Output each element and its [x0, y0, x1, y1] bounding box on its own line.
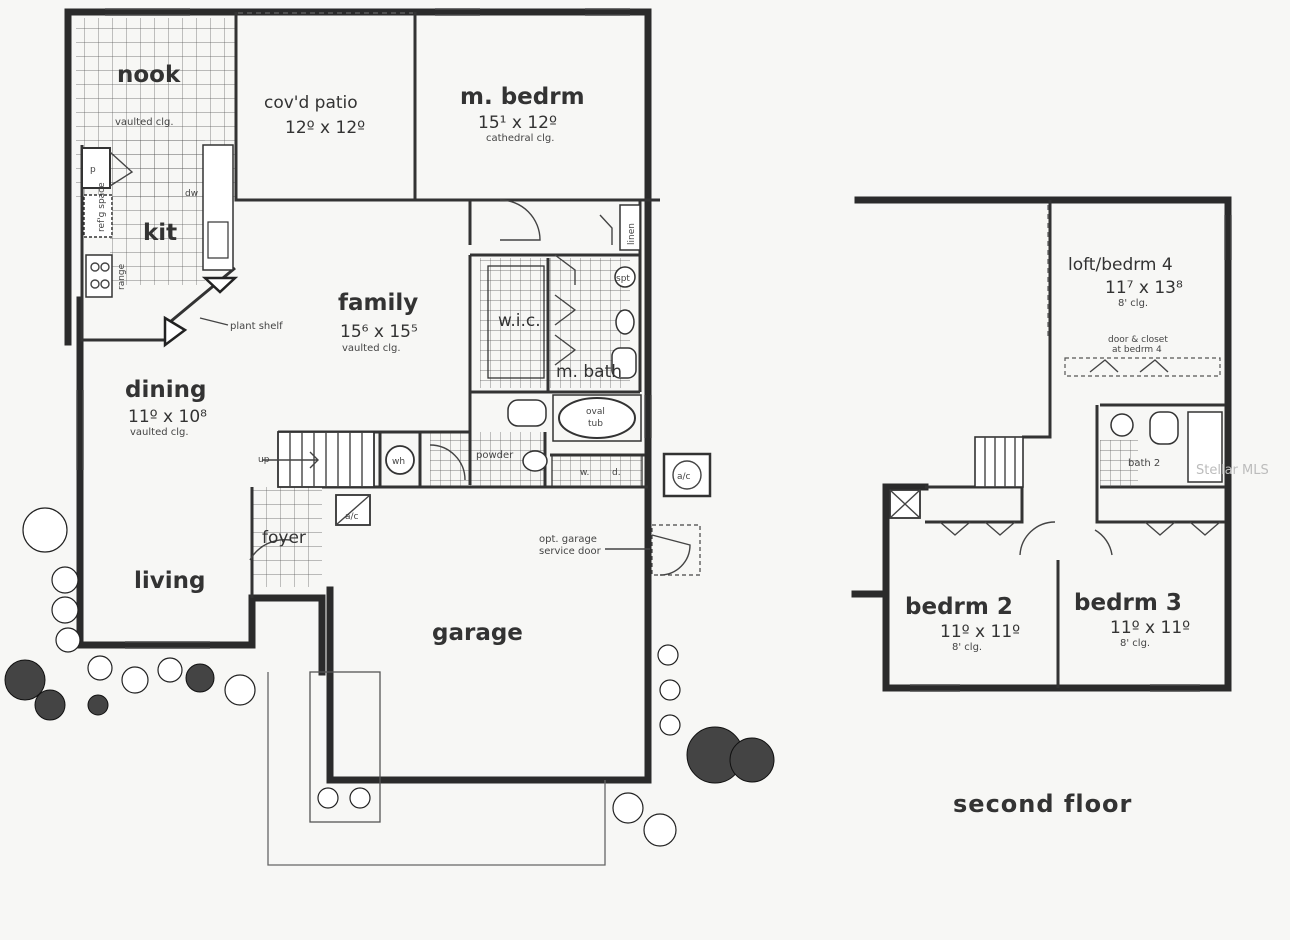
range	[85, 254, 113, 298]
family-dims: 15⁶ x 15⁵	[340, 322, 418, 342]
bath2-toilet	[1149, 411, 1179, 445]
bedrm3-note: 8' clg.	[1120, 638, 1150, 649]
second-floor-interior-walls	[925, 200, 1225, 688]
first-floor: p ref'g space range dw plant shelf linen…	[64, 8, 712, 866]
powder-toilet	[507, 399, 547, 427]
wic-shelving	[487, 265, 545, 379]
bedroom-doors	[1019, 521, 1113, 556]
master-dims: 15¹ x 12º	[478, 113, 557, 133]
front-walkway	[309, 671, 381, 823]
driveway	[267, 672, 606, 866]
water-heater-label: wh	[392, 457, 405, 467]
dishwasher-label: dw	[185, 189, 198, 199]
first-floor-stairs	[262, 431, 375, 488]
ac-condenser-label: a/c	[677, 472, 691, 482]
stairs-up-label: up	[258, 455, 270, 465]
nook-label: nook	[117, 62, 181, 88]
laundry-area	[551, 454, 643, 488]
bath2-tile-floor	[1100, 440, 1138, 487]
watermark: Stellar MLS	[1196, 463, 1269, 478]
landscaping	[4, 507, 775, 847]
plant-shelf-label: plant shelf	[230, 321, 283, 332]
oval-tub-frame	[552, 394, 642, 442]
garage-door-note-2: service door	[539, 546, 602, 557]
kitchen-label: kit	[143, 220, 177, 246]
mbath-toilet	[611, 347, 637, 379]
loft-closet-note-1: door & closet	[1108, 335, 1168, 345]
plant-shelf	[163, 276, 239, 348]
bedrm3-closet-doors	[1144, 521, 1221, 536]
kitchen-sink	[207, 221, 229, 259]
bedrm2-label: bedrm 2	[905, 594, 1013, 620]
kitchen-tile-floor	[110, 140, 205, 285]
family-note: vaulted clg.	[342, 343, 401, 354]
powder-label: powder	[476, 450, 514, 461]
second-floor: loft/bedrm 4 11⁷ x 13⁸ 8' clg. door & cl…	[851, 196, 1232, 818]
garage-service-door	[651, 524, 701, 576]
dining-dims: 11º x 10⁸	[128, 407, 207, 427]
loft-closet-note-2: at bedrm 4	[1112, 345, 1162, 355]
master-note: cathedral clg.	[486, 133, 554, 144]
family-label: family	[338, 290, 418, 316]
mbath-label: m. bath	[556, 362, 622, 382]
patio-dims: 12º x 12º	[285, 118, 365, 138]
spt-fixture	[614, 266, 636, 288]
ac-closet-label: a/c	[345, 512, 359, 522]
spt-label: spt	[616, 274, 630, 284]
garage-label: garage	[432, 620, 523, 646]
bath2-sink	[1110, 413, 1134, 437]
powder-sink	[522, 450, 548, 472]
washer-label: w.	[580, 468, 589, 478]
loft-note: 8' clg.	[1118, 298, 1148, 309]
water-heater	[385, 445, 415, 475]
fridge-space	[83, 194, 113, 238]
fridge-label: ref'g space	[97, 182, 107, 232]
oval-tub-label-2: tub	[588, 419, 603, 429]
bedrm3-dims: 11º x 11º	[1110, 618, 1190, 638]
loft-optional-closet	[1064, 357, 1221, 377]
loft-label: loft/bedrm 4	[1068, 255, 1173, 275]
second-floor-stairs	[974, 436, 1024, 488]
windows	[76, 8, 652, 649]
bath2-label: bath 2	[1128, 458, 1160, 469]
linen-label: linen	[627, 223, 637, 245]
patio-label: cov'd patio	[264, 93, 358, 113]
master-label: m. bedrm	[460, 84, 585, 110]
oval-tub-label-1: oval	[586, 407, 605, 417]
oval-tub	[558, 397, 636, 439]
living-label: living	[134, 568, 205, 594]
dryer-label: d.	[612, 468, 621, 478]
wic-label: w.i.c.	[498, 311, 541, 331]
second-floor-title: second floor	[953, 790, 1132, 818]
nook-note: vaulted clg.	[115, 117, 174, 128]
garage-door-note-1: opt. garage	[539, 534, 597, 545]
door-swings	[249, 199, 613, 561]
foyer-tile-floor	[252, 487, 322, 587]
pantry-label: p	[90, 165, 96, 175]
linen-closet	[619, 204, 641, 251]
foyer-label: foyer	[262, 528, 306, 548]
loft-dims: 11⁷ x 13⁸	[1105, 278, 1183, 298]
bedrm3-label: bedrm 3	[1074, 590, 1182, 616]
dining-note: vaulted clg.	[130, 427, 189, 438]
mbath-tile-floor	[480, 258, 630, 388]
bedrm2-closet-doors	[939, 521, 1016, 536]
pantry	[81, 147, 111, 189]
bedrm2-dims: 11º x 11º	[940, 622, 1020, 642]
mbath-sink	[615, 309, 635, 335]
bath2-tub	[1187, 411, 1223, 483]
bedrm2-note: 8' clg.	[952, 642, 982, 653]
range-label: range	[117, 263, 127, 290]
pantry-door	[109, 151, 134, 187]
dining-label: dining	[125, 377, 206, 403]
